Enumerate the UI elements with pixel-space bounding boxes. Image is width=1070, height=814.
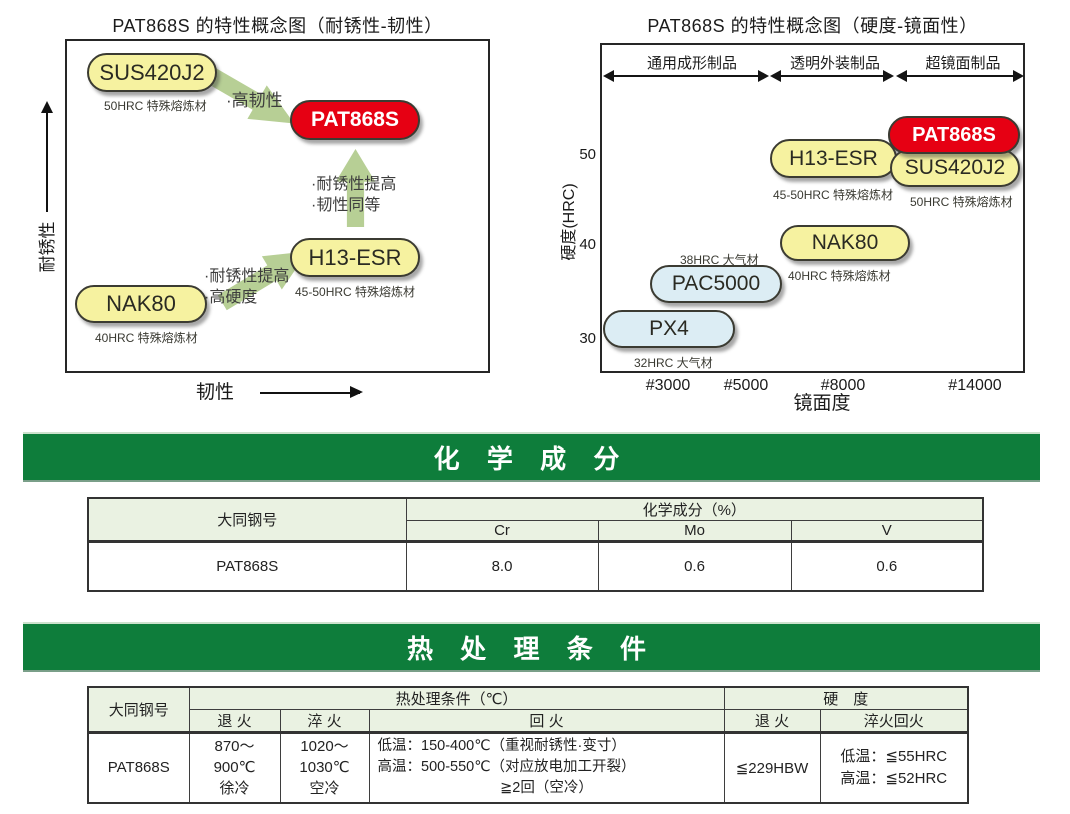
heat-data-row: PAT868S 870～ 900℃ 徐冷 1020～ 1030℃ 空冷 低温：1… bbox=[87, 732, 969, 803]
banner-chemical-composition: 化 学 成 分 bbox=[23, 432, 1040, 480]
tempering-high-line: 高温：500-550℃（对应放电加工开裂） bbox=[377, 759, 636, 776]
left-chart-x-axis-label: 韧性 bbox=[196, 382, 235, 403]
node-pac5000-sub: 38HRC 大气材 bbox=[680, 253, 759, 267]
node-h13esr-right: H13-ESR bbox=[770, 139, 897, 178]
x-tick-8000: #8000 bbox=[820, 377, 866, 394]
comp-header-cr: Cr bbox=[405, 520, 599, 543]
node-sus420j2-right-sub: 50HRC 特殊熔炼材 bbox=[910, 195, 1013, 209]
banner-heat-treatment-label: 热 处 理 条 件 bbox=[407, 633, 656, 664]
left-chart-y-axis-label: 耐锈性 bbox=[38, 221, 57, 273]
x-tick-5000: #5000 bbox=[723, 377, 769, 394]
heat-header-tempering: 回 火 bbox=[368, 709, 725, 734]
node-px4: PX4 bbox=[603, 310, 735, 348]
node-nak80-left-sub: 40HRC 特殊熔炼材 bbox=[95, 331, 198, 345]
heat-header-steel-grade: 大同钢号 bbox=[87, 686, 190, 734]
heat-cell-tempering: 低温：150-400℃（重视耐锈性·变寸） 高温：500-550℃（对应放电加工… bbox=[368, 732, 725, 803]
segment-arrow-3-icon bbox=[896, 70, 1024, 82]
annotation-vs-h13: ·耐锈性提高 ·韧性同等 bbox=[311, 176, 397, 214]
node-sus420j2-right: SUS420J2 bbox=[890, 149, 1020, 187]
heat-cell-annealing: 870～ 900℃ 徐冷 bbox=[188, 732, 281, 803]
node-nak80-right-sub: 40HRC 特殊熔炼材 bbox=[788, 269, 891, 283]
node-h13esr-left-sub: 45-50HRC 特殊熔炼材 bbox=[295, 285, 416, 299]
y-tick-40: 40 bbox=[579, 236, 596, 253]
node-h13esr-left: H13-ESR bbox=[290, 238, 420, 277]
comp-header-group: 化学成分（%） bbox=[405, 497, 984, 521]
comp-cell-v: 0.6 bbox=[790, 541, 984, 591]
heat-cell-quenching: 1020～ 1030℃ 空冷 bbox=[279, 732, 370, 803]
x-tick-14000: #14000 bbox=[948, 377, 1002, 394]
annotation-vs-nak80: ·耐锈性提高 ·高硬度 bbox=[204, 268, 290, 306]
node-sus420j2-left: SUS420J2 bbox=[87, 53, 217, 92]
heat-cell-steel: PAT868S bbox=[87, 732, 190, 803]
comp-header-steel-grade: 大同钢号 bbox=[87, 497, 407, 543]
heat-cell-hardness-quench-temper: 低温：≦55HRC 高温：≦52HRC bbox=[819, 732, 969, 803]
banner-chemical-composition-label: 化 学 成 分 bbox=[433, 443, 630, 474]
y-tick-30: 30 bbox=[579, 330, 596, 347]
node-nak80-right: NAK80 bbox=[780, 225, 910, 261]
x-tick-3000: #3000 bbox=[645, 377, 691, 394]
node-nak80-left: NAK80 bbox=[75, 285, 207, 323]
heat-header-hardness-quench-temper: 淬火回火 bbox=[819, 709, 969, 734]
segment-arrow-2-icon bbox=[770, 70, 894, 82]
comp-cell-steel: PAT868S bbox=[87, 541, 407, 591]
heat-header-hardness-group: 硬 度 bbox=[723, 686, 969, 710]
comp-data-row: PAT868S 8.0 0.6 0.6 bbox=[87, 541, 984, 591]
comp-header-mo: Mo bbox=[597, 520, 792, 543]
tempering-low-line: 低温：150-400℃（重视耐锈性·变寸） bbox=[377, 738, 626, 755]
segment-label-super-mirror: 超镜面制品 bbox=[925, 55, 1001, 72]
banner-heat-treatment: 热 处 理 条 件 bbox=[23, 622, 1040, 670]
node-pat868s-left: PAT868S bbox=[290, 100, 420, 140]
heat-header-hardness-annealed: 退 火 bbox=[723, 709, 821, 734]
left-chart-x-axis-arrow-icon bbox=[260, 386, 363, 398]
comp-header-v: V bbox=[790, 520, 984, 543]
heat-header-conditions-group: 热处理条件（℃） bbox=[188, 686, 725, 710]
node-pac5000: PAC5000 bbox=[650, 265, 782, 303]
segment-label-general-molding: 通用成形制品 bbox=[646, 55, 737, 72]
segment-label-transparent-exterior: 透明外装制品 bbox=[789, 55, 880, 72]
y-tick-50: 50 bbox=[579, 146, 596, 163]
right-chart-title: PAT868S 的特性概念图（硬度-镜面性） bbox=[647, 16, 978, 36]
node-pat868s-right: PAT868S bbox=[888, 116, 1020, 154]
heat-header-annealing: 退 火 bbox=[188, 709, 281, 734]
comp-cell-mo: 0.6 bbox=[597, 541, 792, 591]
tempering-cycles-line: ≧2回（空冷） bbox=[500, 780, 593, 797]
annotation-high-toughness: ·高韧性 bbox=[226, 91, 283, 110]
left-chart-y-axis-arrow-icon bbox=[41, 101, 53, 212]
node-px4-sub: 32HRC 大气材 bbox=[634, 356, 713, 370]
node-sus420j2-left-sub: 50HRC 特殊熔炼材 bbox=[104, 99, 207, 113]
left-chart-title: PAT868S 的特性概念图（耐锈性-韧性） bbox=[112, 16, 443, 36]
heat-treatment-table: 大同钢号 热处理条件（℃） 硬 度 退 火 淬 火 回 火 退 火 淬火回火 P… bbox=[87, 686, 970, 804]
node-h13esr-right-sub: 45-50HRC 特殊熔炼材 bbox=[773, 188, 894, 202]
segment-arrow-1-icon bbox=[603, 70, 769, 82]
heat-cell-hardness-annealed: ≦229HBW bbox=[723, 732, 821, 803]
right-chart-y-axis-label: 硬度(HRC) bbox=[561, 183, 578, 261]
right-chart-x-axis-label: 镜面度 bbox=[793, 393, 851, 414]
comp-cell-cr: 8.0 bbox=[405, 541, 599, 591]
heat-header-quenching: 淬 火 bbox=[279, 709, 370, 734]
chemical-composition-table: 大同钢号 化学成分（%） Cr Mo V PAT868S 8.0 0.6 0.6 bbox=[87, 497, 985, 592]
